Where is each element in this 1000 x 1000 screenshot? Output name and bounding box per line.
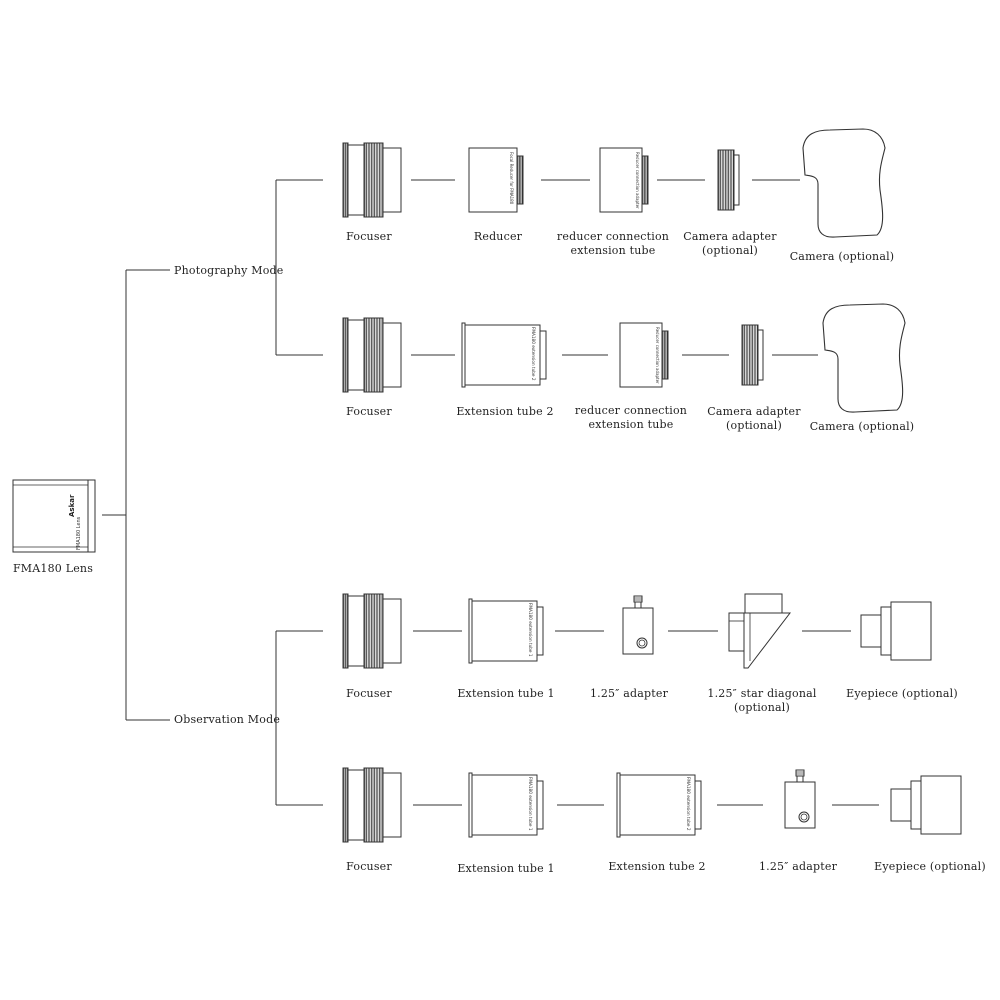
row2-reducer-connection-label: reducer connection extension tube: [574, 404, 688, 431]
row4-eyepiece-label: Eyepiece (optional): [874, 860, 986, 873]
svg-text:FMA180 extension tube 2: FMA180 extension tube 2: [531, 327, 536, 381]
row2-focuser-icon: [342, 317, 402, 393]
svg-text:Reducer connection adapter: Reducer connection adapter: [655, 327, 660, 384]
row3-adapter-125-label: 1.25″ adapter: [589, 687, 669, 700]
row2-focuser-label: Focuser: [346, 405, 392, 418]
lens-label: FMA180 Lens: [12, 562, 94, 575]
row3-eyepiece-icon: [860, 601, 932, 661]
row1-focuser-icon: [342, 142, 402, 218]
row4-extension-tube-2-icon: FMA180 extension tube 2: [616, 772, 702, 838]
row1-camera-adapter-label: Camera adapter (optional): [683, 230, 777, 257]
svg-text:Reducer connection adapter: Reducer connection adapter: [635, 152, 640, 209]
photography-mode-label: Photography Mode: [174, 264, 284, 277]
row3-star-diagonal-label: 1.25″ star diagonal (optional): [707, 687, 817, 714]
row1-reducer-icon: Focal Reducer for FMA180: [468, 147, 524, 213]
row1-camera-adapter-icon: [717, 149, 740, 211]
row2-camera-adapter-icon: [741, 324, 764, 386]
observation-mode-label: Observation Mode: [174, 713, 281, 726]
row4-extension-tube-1-icon: FMA180 extension tube 1: [468, 772, 544, 838]
row4-eyepiece-icon: [890, 775, 962, 835]
row1-camera-label: Camera (optional): [789, 250, 895, 263]
svg-text:FMA180 extension tube 2: FMA180 extension tube 2: [686, 777, 691, 831]
lens-brand-text: Askar: [68, 494, 76, 517]
row2-extension-tube-2-icon: FMA180 extension tube 2: [461, 322, 547, 388]
row4-extension-tube-1-label: Extension tube 1: [457, 862, 555, 875]
row3-star-diagonal-icon: [728, 593, 792, 669]
configuration-row-1: Focal Reducer for FMA180 Reducer connecti…: [342, 128, 886, 238]
row2-camera-label: Camera (optional): [809, 420, 915, 433]
row4-extension-tube-2-label: Extension tube 2: [608, 860, 706, 873]
tree-connectors: [102, 179, 323, 806]
row1-focuser-label: Focuser: [346, 230, 392, 243]
svg-text:FMA180 extension tube 1: FMA180 extension tube 1: [528, 777, 533, 831]
row1-reducer-connection-label: reducer connection extension tube: [556, 230, 670, 257]
configuration-row-3: FMA180 extension tube 1: [342, 593, 932, 669]
row2-reducer-connection-tube-icon: Reducer connection adapter: [619, 322, 669, 388]
row4-adapter-125-icon: [784, 769, 816, 829]
configuration-row-2: FMA180 extension tube 2 Reducer connectio…: [342, 303, 906, 413]
svg-text:Focal Reducer for FMA180: Focal Reducer for FMA180: [509, 152, 514, 205]
row3-extension-tube-1-label: Extension tube 1: [457, 687, 555, 700]
row3-extension-tube-1-icon: FMA180 extension tube 1: [468, 598, 544, 664]
row1-camera-icon: [802, 128, 886, 238]
row4-adapter-125-label: 1.25″ adapter: [758, 860, 838, 873]
lens-model-text: FMA180 Lens: [76, 516, 82, 550]
row2-camera-adapter-label: Camera adapter (optional): [707, 405, 801, 432]
configuration-row-4: FMA180 extension tube 1 FMA180 extension …: [342, 767, 962, 843]
row1-reducer-connection-tube-icon: Reducer connection adapter: [599, 147, 649, 213]
svg-text:FMA180 extension tube 1: FMA180 extension tube 1: [528, 603, 533, 657]
row3-eyepiece-label: Eyepiece (optional): [846, 687, 958, 700]
row2-camera-icon: [822, 303, 906, 413]
row2-extension-tube-2-label: Extension tube 2: [456, 405, 554, 418]
row3-adapter-125-icon: [622, 595, 654, 655]
row3-focuser-icon: [342, 593, 402, 669]
row4-focuser-icon: [342, 767, 402, 843]
row4-focuser-label: Focuser: [346, 860, 392, 873]
row3-focuser-label: Focuser: [346, 687, 392, 700]
row1-reducer-label: Reducer: [473, 230, 523, 243]
